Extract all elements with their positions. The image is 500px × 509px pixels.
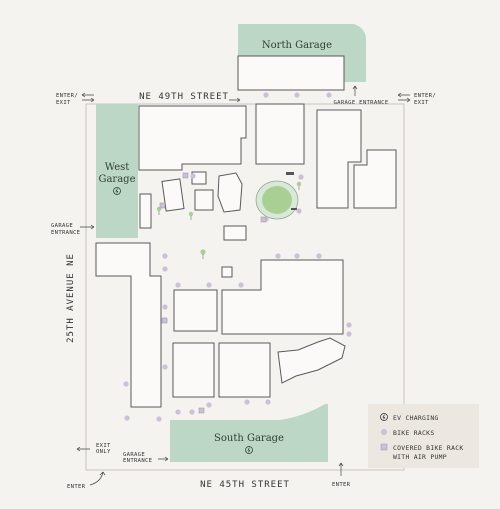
west-entrance-arrow-icon <box>80 224 95 230</box>
bike-rack <box>162 253 168 259</box>
building-east <box>353 149 397 209</box>
bike-rack <box>124 415 130 421</box>
bike-rack <box>296 208 302 214</box>
covered-bike-rack <box>161 317 168 324</box>
bike-rack <box>326 92 332 98</box>
bike-rack <box>294 92 300 98</box>
bike-rack <box>206 402 212 408</box>
street-label-north: NE 49TH STREET <box>139 92 229 102</box>
south-garage-entrance-label-line1: GARAGE <box>123 452 145 458</box>
building-small-3 <box>194 189 214 211</box>
bike-rack <box>294 253 300 259</box>
legend-bike-rack-swatch <box>381 429 387 435</box>
nw-enter-exit-label-line2: EXIT <box>56 100 71 106</box>
tree-icon <box>296 181 302 190</box>
bike-rack <box>238 282 244 288</box>
street-label-south: NE 45TH STREET <box>200 480 290 490</box>
building-small-7 <box>221 266 233 278</box>
covered-bike-racks <box>159 172 267 414</box>
building-center-3 <box>218 342 271 398</box>
bike-rack <box>162 364 168 370</box>
bench-icon <box>291 208 297 210</box>
ne-two-way-arrow-icon <box>397 92 411 103</box>
south-garage <box>170 404 328 462</box>
west-garage-label-line1: West <box>105 162 130 173</box>
legend-covered-bike-rack-swatch <box>380 443 388 451</box>
building-southeast <box>277 337 346 384</box>
building-north-center <box>255 103 305 165</box>
covered-bike-rack <box>198 407 205 414</box>
bike-rack <box>175 409 181 415</box>
sw-enter-curved-arrow-icon <box>89 471 106 486</box>
bike-rack <box>346 331 352 337</box>
bench-icon <box>286 172 294 175</box>
bike-rack <box>275 253 281 259</box>
building-small-4 <box>217 172 243 213</box>
ev-charging-icon <box>245 446 253 454</box>
exit-only-arrow-icon <box>76 446 90 452</box>
south-garage-entrance-label-line2: ENTRANCE <box>123 458 153 464</box>
bike-rack <box>298 174 304 180</box>
bike-rack <box>123 381 129 387</box>
nw-two-way-arrow-icon <box>81 92 95 103</box>
north-garage-roof-building <box>237 55 345 91</box>
north-garage-label: North Garage <box>262 40 332 51</box>
tree-icon <box>200 249 206 259</box>
covered-bike-rack <box>260 216 267 223</box>
bike-rack <box>162 304 168 310</box>
legend-ev-charging: EV CHARGING <box>393 414 439 422</box>
legend-covered-bike-rack-line2: WITH AIR PUMP <box>393 453 447 461</box>
bike-rack <box>316 253 322 259</box>
building-west-long <box>95 242 162 408</box>
west-garage-entrance-label-line1: GARAGE <box>51 223 73 229</box>
north-garage-entrance-label: GARAGE ENTRANCE <box>333 100 388 106</box>
street-label-west: 25TH AVENUE NE <box>66 253 76 343</box>
west-garage-entrance-label-line2: ENTRANCE <box>51 230 81 236</box>
building-northwest <box>138 105 247 171</box>
west-garage-label-line2: Garage <box>98 174 135 185</box>
legend: EV CHARGING BIKE RACKS COVERED BIKE RACK… <box>368 404 479 468</box>
tree-icon <box>188 211 194 220</box>
building-center-1 <box>173 289 218 332</box>
north-garage <box>238 24 366 82</box>
enter-sw-label: ENTER <box>67 484 86 490</box>
building-center-2 <box>172 342 215 398</box>
enter-se-label: ENTER <box>332 482 351 488</box>
covered-bike-rack <box>159 202 166 209</box>
building-small-1 <box>161 178 185 212</box>
east-arrow-icon <box>229 97 241 103</box>
bike-rack <box>156 416 162 422</box>
south-garage-label: South Garage <box>214 433 284 444</box>
west-garage <box>96 104 138 238</box>
legend-covered-bike-rack-line1: COVERED BIKE RACK <box>393 444 464 452</box>
bike-rack <box>190 173 196 179</box>
building-small-6 <box>223 225 247 241</box>
south-entrance-arrow-icon <box>158 456 169 462</box>
bike-rack <box>263 92 269 98</box>
ev-charging-icon <box>380 413 388 421</box>
north-entrance-up-arrow-icon <box>352 85 358 96</box>
building-center-east <box>221 259 344 335</box>
building-northeast <box>316 109 362 209</box>
bike-rack <box>162 266 168 272</box>
bike-rack <box>346 322 352 328</box>
bike-rack <box>265 399 271 405</box>
bike-rack <box>206 282 212 288</box>
ev-charging-icon <box>113 187 121 195</box>
building-small-5 <box>139 193 152 229</box>
bike-rack <box>244 399 250 405</box>
ne-enter-exit-label-line2: EXIT <box>414 100 429 106</box>
bike-rack <box>175 282 181 288</box>
bike-rack <box>189 409 195 415</box>
nw-enter-exit-label-line1: ENTER/ <box>56 93 78 99</box>
green-lawn <box>262 186 292 214</box>
covered-bike-rack <box>182 172 189 179</box>
exit-only-label-line1: EXIT <box>96 443 111 449</box>
legend-bike-racks: BIKE RACKS <box>393 429 434 437</box>
exit-only-label-line2: ONLY <box>96 449 111 455</box>
ne-enter-exit-label-line1: ENTER/ <box>414 93 436 99</box>
se-enter-up-arrow-icon <box>338 462 344 476</box>
